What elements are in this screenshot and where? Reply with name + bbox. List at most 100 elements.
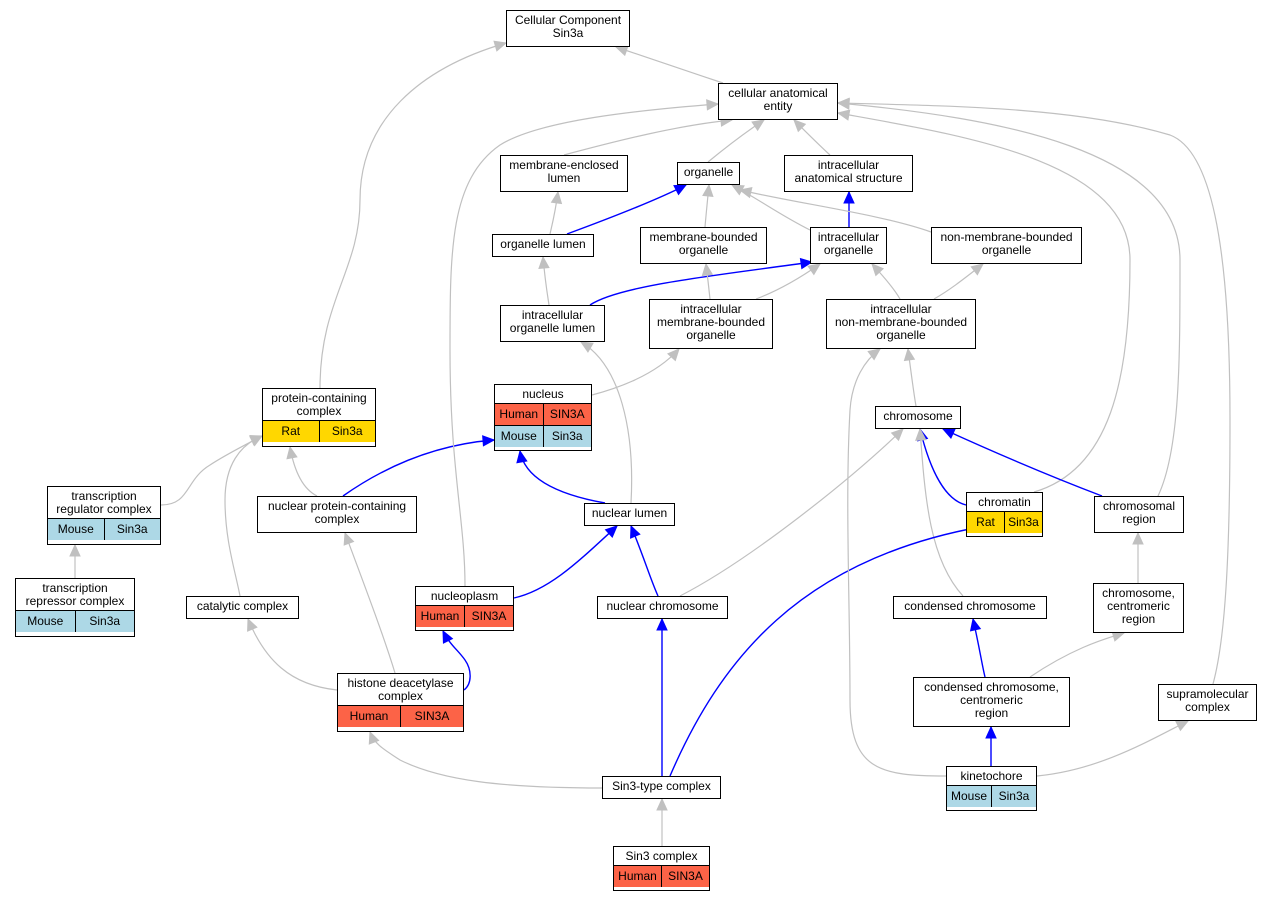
edge-hdac-to-nplasm (442, 629, 471, 691)
edge-cchrom-to-chrom (915, 427, 964, 597)
node-label-line: membrane-bounded (649, 230, 758, 244)
arrowhead (538, 255, 550, 269)
edge-ccc-to-ccr (1029, 630, 1126, 678)
arrowhead (799, 257, 814, 270)
node-label: condensed chromosome (894, 597, 1046, 615)
species-cell: Rat (967, 512, 1004, 533)
edge-nl-to-iol (579, 341, 633, 504)
node-label-line: region (974, 706, 1009, 720)
arrowhead (890, 428, 904, 442)
arrowhead (442, 629, 454, 644)
node-label-line: intracellular (817, 230, 880, 244)
arrowhead (807, 263, 821, 276)
node-label-line: non-membrane-bounded (834, 315, 968, 329)
node-label-line: chromosome (883, 409, 953, 423)
species-cell: Human (416, 606, 464, 627)
node-label-line: complex (296, 404, 342, 418)
edge-mbo-to-org (702, 183, 714, 228)
arrowhead (667, 348, 680, 362)
edge-sin3t-to-hdac (368, 730, 603, 789)
arrowhead (1132, 531, 1144, 545)
edge-hdac-to-catc (247, 617, 338, 691)
node-label-line: repressor complex (25, 594, 125, 608)
gene-cell: Sin3a (991, 786, 1036, 807)
arrowhead (656, 617, 668, 631)
arrowhead (604, 525, 618, 539)
node-sin3t: Sin3-type complex (602, 776, 721, 799)
node-label: Sin3-type complex (603, 777, 720, 795)
edge-iol-to-orglum (538, 255, 550, 306)
node-orglum: organelle lumen (492, 234, 594, 257)
arrowhead (247, 617, 258, 632)
node-label: organelle lumen (493, 235, 593, 253)
node-label-line: nuclear protein-containing (267, 499, 407, 513)
arrowhead (493, 40, 508, 52)
edge-kin-to-inmbo (847, 348, 947, 777)
gene-cell: Sin3a (318, 421, 375, 442)
node-label-line: anatomical structure (794, 171, 903, 185)
arrowhead (482, 435, 496, 447)
node-label-line: condensed chromosome, (924, 680, 1059, 694)
arrowhead (1175, 720, 1190, 732)
arrowhead (702, 183, 714, 198)
arrowhead (656, 797, 668, 811)
node-chrom: chromosome (875, 406, 961, 429)
node-label-line: Cellular Component (514, 13, 622, 27)
node-label-line: complex (1185, 700, 1230, 714)
node-label-line: membrane-bounded (656, 315, 766, 329)
node-label-line: intracellular (817, 158, 880, 172)
node-label-line: Sin3 complex (625, 849, 698, 863)
node-label-line: intracellular (521, 308, 584, 322)
arrowhead (550, 190, 563, 205)
node-label-line: Sin3-type complex (612, 779, 711, 793)
edge-nchrom-to-nl (630, 524, 659, 597)
arrowhead (836, 97, 850, 110)
node-label: nuclear lumen (585, 504, 674, 522)
node-label-line: organelle lumen (509, 321, 596, 335)
edge-chromatin-to-chrom (917, 427, 967, 506)
node-label-line: protein-containing (271, 391, 367, 405)
edge-trc-to-pcc (160, 435, 264, 506)
arrowhead (843, 190, 855, 204)
node-label: chromosome (876, 407, 960, 425)
edge-nplasm-to-nl (513, 525, 618, 599)
edge-sin3t-to-nchrom (656, 617, 668, 776)
node-label-line: kinetochore (960, 769, 1023, 783)
edge-sin3t-to-chromatin (669, 523, 982, 777)
edge-inmbo-to-nmbo (933, 263, 984, 300)
node-label-line: complex (314, 512, 360, 526)
node-label-line: organelle (981, 243, 1032, 257)
species-cell: Human (338, 706, 400, 727)
arrowhead (969, 617, 982, 632)
edge-ias-to-cae (793, 119, 831, 156)
edge-chromatin-to-cae (836, 109, 1131, 493)
edge-trepc-to-trc (69, 543, 81, 578)
node-label: chromatin (967, 493, 1042, 511)
